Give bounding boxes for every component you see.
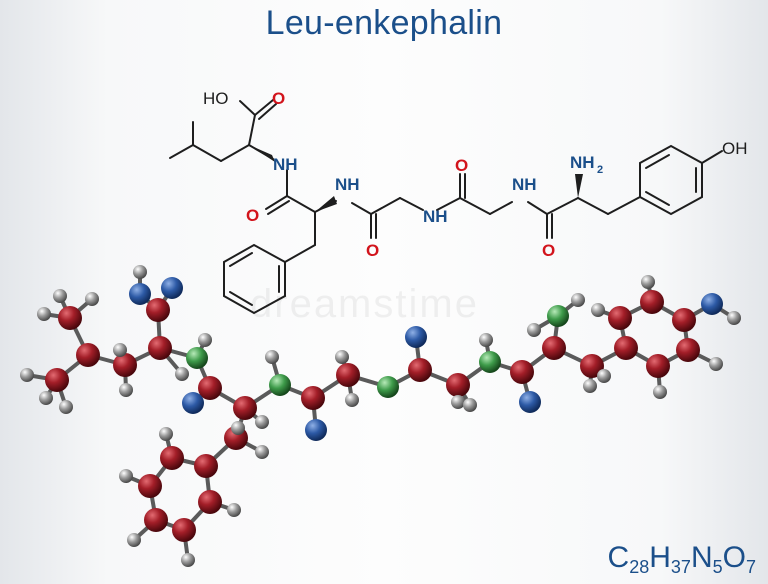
carbon-atom: [336, 363, 360, 387]
hydrogen-atom: [181, 553, 195, 567]
hydrogen-atom: [59, 400, 73, 414]
carbon-atom: [408, 358, 432, 382]
carbon-atom: [614, 336, 638, 360]
ball-stick-atoms: [20, 265, 741, 567]
label-nh-phe: NH: [335, 175, 360, 194]
hydrogen-atom: [39, 391, 53, 405]
carbon-atom: [640, 290, 664, 314]
hydrogen-atom: [265, 350, 279, 364]
hydrogen-atom: [709, 357, 723, 371]
label-o-acid: O: [272, 89, 285, 108]
carbon-atom: [608, 306, 632, 330]
nitrogen-atom: [269, 374, 291, 396]
hydrogen-atom: [597, 369, 611, 383]
hydrogen-atom: [653, 385, 667, 399]
atom-labels: HO O NH O NH O NH O NH O NH 2 OH: [203, 89, 748, 260]
carbon-atom: [194, 454, 218, 478]
carbon-atom: [58, 306, 82, 330]
hydrogen-atom: [451, 395, 465, 409]
carbon-atom: [160, 446, 184, 470]
label-o-gly1: O: [455, 156, 468, 175]
hydrogen-atom: [119, 469, 133, 483]
carbon-atom: [672, 308, 696, 332]
oxygen-atom: [701, 293, 723, 315]
nitrogen-atom: [377, 376, 399, 398]
hydrogen-atom: [175, 367, 189, 381]
nitrogen-atom: [186, 347, 208, 369]
carbon-atom: [172, 518, 196, 542]
carbon-atom: [113, 353, 137, 377]
hydrogen-atom: [113, 343, 127, 357]
hydrogen-atom: [583, 379, 597, 393]
label-nh-leu: NH: [273, 155, 298, 174]
hydrogen-atom: [255, 415, 269, 429]
label-nh-gly2: NH: [423, 207, 448, 226]
oxygen-atom: [519, 391, 541, 413]
carbon-atom: [198, 490, 222, 514]
hydrogen-atom: [198, 333, 212, 347]
hydrogen-atom: [20, 368, 34, 382]
stereo-wedges: [249, 145, 583, 212]
hydrogen-atom: [463, 398, 477, 412]
carbon-atom: [146, 298, 170, 322]
carbon-atom: [233, 396, 257, 420]
watermark-text: dreamstime: [250, 282, 479, 326]
hydrogen-atom: [133, 265, 147, 279]
hydrogen-atom: [479, 333, 493, 347]
hydrogen-atom: [255, 445, 269, 459]
hydrogen-atom: [335, 350, 349, 364]
label-nh-gly1: NH: [512, 175, 537, 194]
label-nh2: NH: [570, 153, 595, 172]
carbon-atom: [542, 336, 566, 360]
hydrogen-atom: [527, 323, 541, 337]
hydrogen-atom: [345, 393, 359, 407]
hydrogen-atom: [85, 292, 99, 306]
label-o-gly2: O: [366, 241, 379, 260]
carbon-atom: [676, 338, 700, 362]
hydrogen-atom: [37, 307, 51, 321]
hydrogen-atom: [571, 293, 585, 307]
hydrogen-atom: [641, 275, 655, 289]
hydrogen-atom: [53, 289, 67, 303]
oxygen-atom: [182, 392, 204, 414]
carbon-atom: [198, 376, 222, 400]
hydrogen-atom: [591, 303, 605, 317]
oxygen-atom: [405, 326, 427, 348]
title: Leu-enkephalin: [265, 4, 503, 42]
hydrogen-atom: [159, 427, 173, 441]
carbon-atom: [144, 508, 168, 532]
carbon-atom: [138, 474, 162, 498]
label-ho: HO: [203, 89, 229, 108]
oxygen-atom: [161, 277, 183, 299]
oxygen-atom: [129, 283, 151, 305]
carbon-atom: [646, 354, 670, 378]
carbon-atom: [45, 368, 69, 392]
carbon-atom: [76, 343, 100, 367]
carbon-atom: [510, 360, 534, 384]
nitrogen-atom: [547, 305, 569, 327]
hydrogen-atom: [227, 503, 241, 517]
hydrogen-atom: [119, 383, 133, 397]
carbon-atom: [301, 386, 325, 410]
hydrogen-atom: [127, 533, 141, 547]
label-o-phe: O: [246, 206, 259, 225]
label-o-tyr: O: [542, 241, 555, 260]
label-nh2-subscript: 2: [597, 164, 603, 176]
carbon-atom: [148, 336, 172, 360]
molecular-formula: C28H37N5O7: [607, 541, 756, 577]
hydrogen-atom: [727, 311, 741, 325]
carbon-atom: [580, 354, 604, 378]
nitrogen-atom: [479, 351, 501, 373]
hydrogen-atom: [231, 421, 245, 435]
label-oh: OH: [722, 139, 748, 158]
carbon-atom: [446, 373, 470, 397]
skeletal-formula: [169, 99, 723, 315]
oxygen-atom: [305, 419, 327, 441]
